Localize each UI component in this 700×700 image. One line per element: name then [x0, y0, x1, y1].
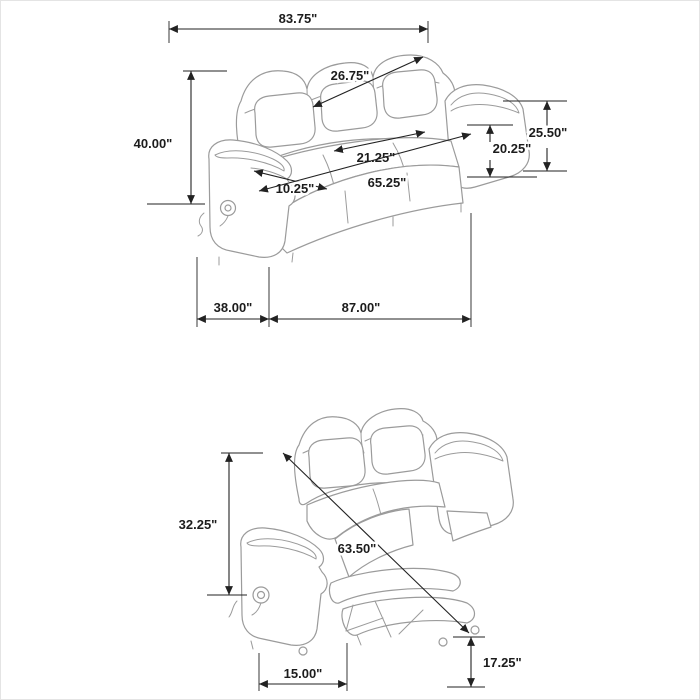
sofa-foot — [291, 252, 294, 263]
dim-label-depth: 38.00" — [214, 300, 253, 315]
recliner-mechanism — [356, 634, 362, 646]
dim-overall-height: 40.00" — [131, 70, 227, 205]
dim-reclined-length: 63.50" — [282, 452, 470, 634]
dim-label-footrest-width: 15.00" — [284, 666, 323, 681]
dim-label-reclined-length: 63.50" — [338, 541, 377, 556]
dim-arm-height: 20.25" — [467, 124, 537, 178]
recliner-lever — [251, 602, 262, 616]
caster-wheel — [298, 646, 308, 656]
lumbar-pillow — [370, 425, 426, 475]
sofa-reclined-drawing — [228, 408, 514, 656]
right-armrest-roll — [450, 92, 520, 114]
dim-inner-width: 65.25" — [258, 132, 472, 193]
dim-label-back-height: 25.50" — [529, 125, 568, 140]
recliner-lever — [219, 215, 229, 227]
dim-footrest-height: 17.25" — [447, 636, 524, 688]
lumbar-pillow — [320, 80, 378, 132]
caster-wheel — [470, 625, 480, 635]
skirt-seam — [344, 190, 349, 224]
lumbar-pillow — [254, 92, 316, 148]
dim-label-back-width: 83.75" — [279, 11, 318, 26]
recliner-handle-icon — [224, 204, 232, 212]
dim-label-back-diag: 26.75" — [331, 68, 370, 83]
dim-label-arm-height: 20.25" — [493, 141, 532, 156]
power-cord — [197, 212, 205, 237]
dim-footrest-width: 15.00" — [258, 643, 348, 691]
dim-back-diagonal: 26.75" — [312, 56, 424, 108]
base-right — [446, 510, 492, 542]
dim-label-inner-width: 65.25" — [368, 175, 407, 190]
dim-label-footrest-height: 17.25" — [483, 655, 522, 670]
dim-back-height: 25.50" — [503, 100, 570, 172]
dim-overall-back-width: 83.75" — [168, 9, 429, 43]
dim-reclined-height: 32.25" — [176, 452, 263, 596]
dim-overall-width: 87.00" — [269, 213, 472, 327]
caster-wheel — [438, 637, 448, 647]
dim-label-width: 87.00" — [342, 300, 381, 315]
power-cord — [228, 600, 238, 618]
footrest-pad-lower — [341, 596, 476, 636]
dim-line — [258, 132, 472, 193]
sofa-foot — [250, 640, 254, 650]
lumbar-pillow — [308, 437, 366, 489]
dim-line — [282, 452, 470, 634]
lumbar-pillow — [382, 69, 438, 119]
dim-overall-depth: 38.00" — [196, 257, 270, 327]
recliner-handle-icon — [256, 590, 266, 600]
dim-label-reclined-height: 32.25" — [179, 517, 218, 532]
dim-label-arm-top-width: 10.25" — [276, 181, 315, 196]
dim-label-height: 40.00" — [134, 136, 173, 151]
dim-line — [312, 56, 424, 108]
